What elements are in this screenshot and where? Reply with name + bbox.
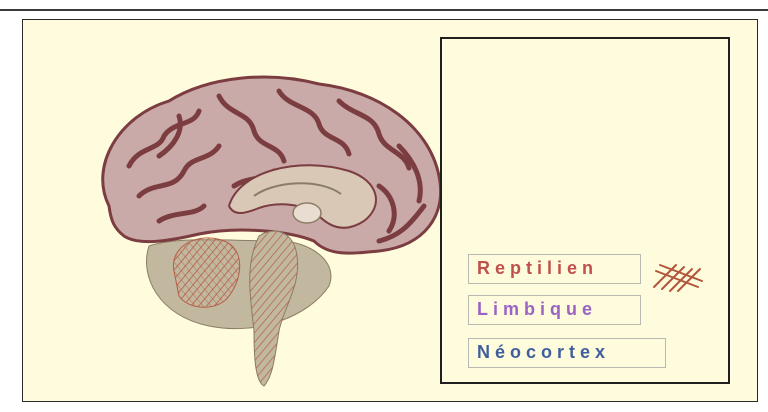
diagram-card: Reptilien Limbique Néocortex [22, 19, 758, 402]
label-limbique: Limbique [468, 295, 641, 325]
label-reptilien: Reptilien [468, 254, 641, 284]
legend-box [440, 37, 730, 384]
hatch-mark [650, 257, 710, 297]
brain-illustration [79, 56, 459, 396]
cerebellum [147, 240, 331, 329]
top-rule [0, 9, 768, 11]
label-neocortex: Néocortex [468, 338, 666, 368]
